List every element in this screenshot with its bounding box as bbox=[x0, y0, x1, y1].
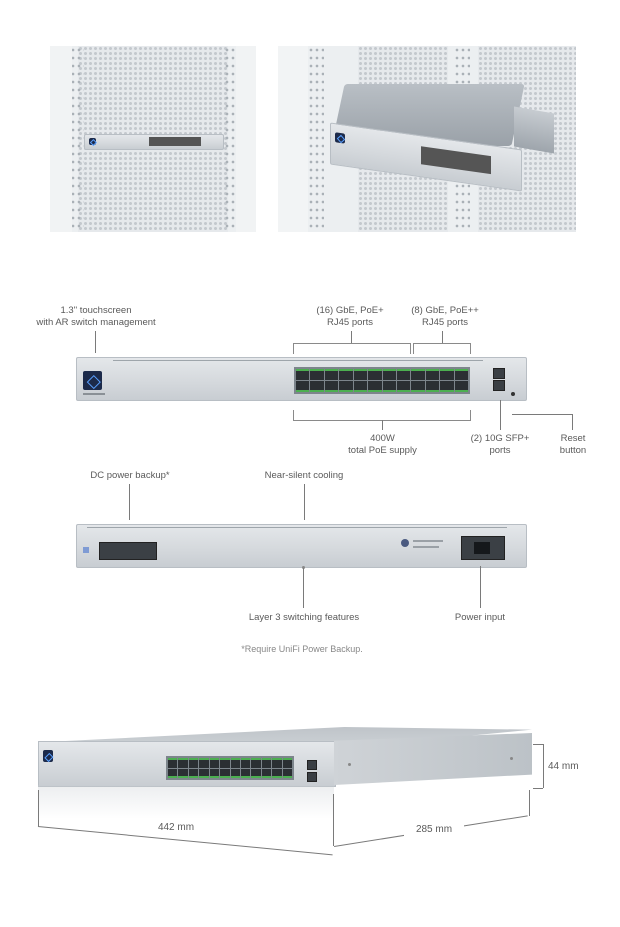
dimension-height: 44 mm bbox=[548, 761, 579, 772]
label-cooling: Near-silent cooling bbox=[264, 470, 344, 481]
label-touchscreen: 1.3" touchscreen with AR switch manageme… bbox=[36, 305, 156, 328]
footnote: *Require UniFi Power Backup. bbox=[241, 644, 363, 654]
label-reset: Reset button bbox=[559, 433, 587, 456]
iso-touchscreen bbox=[43, 750, 53, 762]
label-poe-supply: 400W total PoE supply bbox=[348, 433, 417, 456]
rack-photo-front bbox=[50, 46, 256, 232]
rear-panel bbox=[76, 524, 527, 568]
power-inlet bbox=[461, 536, 505, 560]
reset-button[interactable] bbox=[511, 392, 515, 396]
sfp-port-2 bbox=[493, 380, 505, 391]
iso-switch-side bbox=[334, 733, 532, 785]
sfp-port-1 bbox=[493, 368, 505, 379]
label-dc-backup: DC power backup* bbox=[90, 470, 170, 481]
label-layer3: Layer 3 switching features bbox=[248, 612, 360, 623]
label-sfp-ports: (2) 10G SFP+ ports bbox=[470, 433, 530, 456]
label-power-input: Power input bbox=[454, 612, 506, 623]
iso-port-block bbox=[166, 756, 294, 780]
rack-photo-install bbox=[278, 46, 576, 232]
rj45-port-block bbox=[294, 367, 470, 394]
dimension-width: 442 mm bbox=[146, 822, 206, 834]
dc-backup-port bbox=[99, 542, 157, 560]
label-gbe-poe-plus: (16) GbE, PoE+ RJ45 ports bbox=[316, 305, 384, 328]
rack-switch bbox=[84, 134, 224, 150]
touchscreen[interactable] bbox=[83, 371, 102, 390]
front-panel bbox=[76, 357, 527, 401]
label-gbe-poe-plusplus: (8) GbE, PoE++ RJ45 ports bbox=[411, 305, 479, 328]
iso-switch-front bbox=[38, 741, 336, 787]
dimension-depth: 285 mm bbox=[404, 824, 464, 836]
rear-logo bbox=[401, 539, 409, 547]
